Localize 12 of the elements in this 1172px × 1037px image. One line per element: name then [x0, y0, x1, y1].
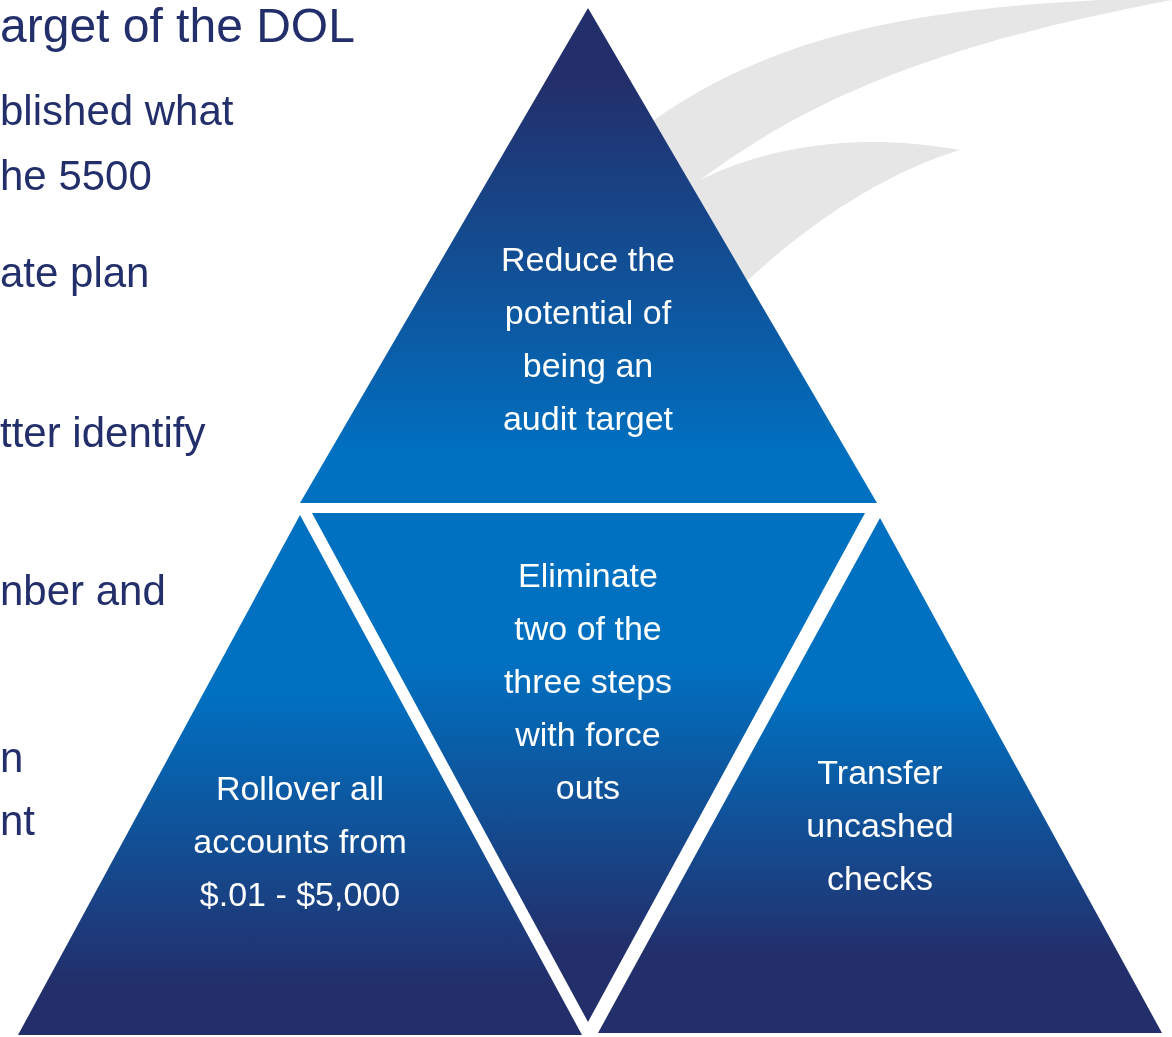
bullet-text: ate plan — [0, 250, 150, 297]
bullet-text: nber and — [0, 568, 166, 615]
panel-text: Transfer uncashed checks — [805, 752, 955, 899]
bullet-text: blished what — [0, 88, 234, 135]
bullet-text: n — [0, 735, 24, 782]
slide-title: arget of the DOL — [0, 0, 355, 53]
panel-text: Reduce the potential of being an audit target — [500, 239, 676, 439]
panel-text: Eliminate two of the three steps with force outs — [502, 555, 674, 808]
bullet-text: nt — [0, 798, 36, 845]
bullet-text: tter identify — [0, 410, 206, 457]
panel-text: Rollover all accounts from $.01 - $5,000 — [192, 768, 408, 915]
bullet-text: he 5500 — [0, 153, 152, 200]
